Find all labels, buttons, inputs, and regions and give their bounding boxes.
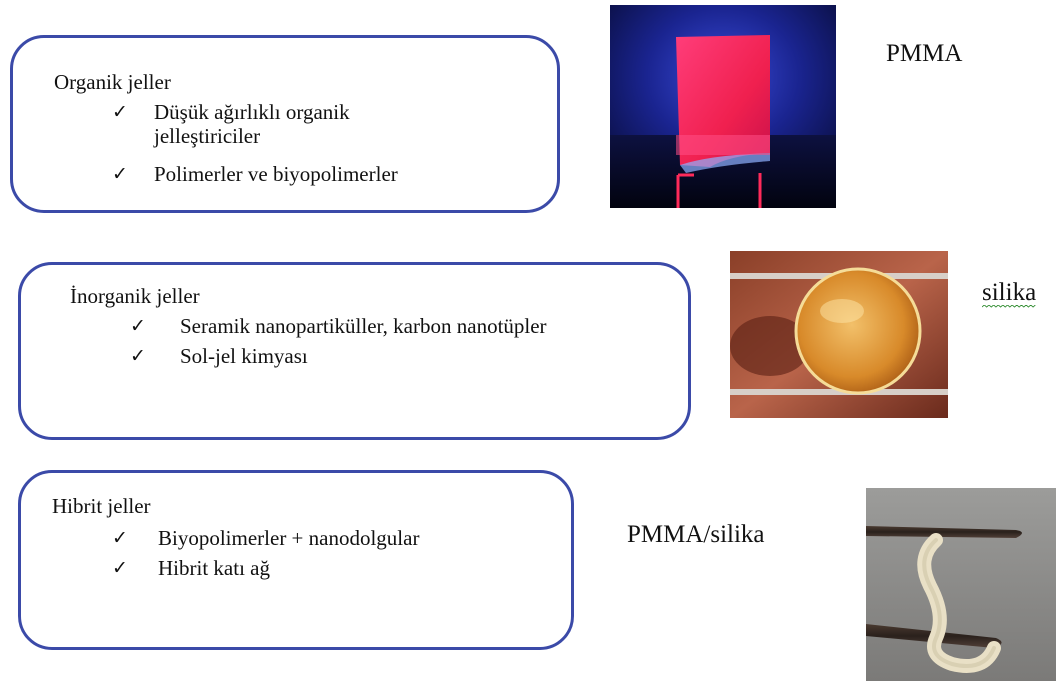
organic-gels-title: Organik jeller [54,70,171,94]
silica-label-text: silika [982,279,1036,306]
inorganic-gels-title: İnorganik jeller [70,284,200,308]
hybrid-gels-item-label: Hibrit katı ağ [158,556,270,580]
silica-disc-photo [730,251,948,418]
check-icon: ✓ [108,100,132,124]
inorganic-gels-item-label: Sol-jel kimyası [180,344,308,368]
hybrid-gels-item: ✓ Hibrit katı ağ [108,556,408,582]
organic-gels-item-label: Düşük ağırlıklı organik jelleştiriciler [154,100,434,148]
inorganic-gels-item-label: Seramik nanopartiküller, karbon nanotüpl… [180,314,547,338]
spellcheck-underline [982,305,1036,309]
check-icon: ✓ [108,162,132,186]
hybrid-gel-strip-photo [866,488,1056,681]
hybrid-gels-item: ✓ Biyopolimerler + nanodolgular [108,526,528,552]
hybrid-gels-item-label: Biyopolimerler + nanodolgular [158,526,419,550]
organic-gels-item: ✓ Düşük ağırlıklı organik jelleştiricile… [108,100,438,150]
pmma-silica-label: PMMA/silika [627,521,765,549]
inorganic-gels-item: ✓ Sol-jel kimyası [126,344,426,370]
check-icon: ✓ [108,556,132,580]
pink-pmma-gel-photo [610,5,836,208]
organic-gels-item-label: Polimerler ve biyopolimerler [154,162,398,186]
check-icon: ✓ [108,526,132,550]
hybrid-gels-title: Hibrit jeller [52,494,151,518]
silica-label: silika [982,279,1036,307]
check-icon: ✓ [126,344,150,368]
organic-gels-item: ✓ Polimerler ve biyopolimerler [108,162,508,188]
inorganic-gels-item: ✓ Seramik nanopartiküller, karbon nanotü… [126,314,666,340]
pmma-label: PMMA [886,40,962,68]
check-icon: ✓ [126,314,150,338]
